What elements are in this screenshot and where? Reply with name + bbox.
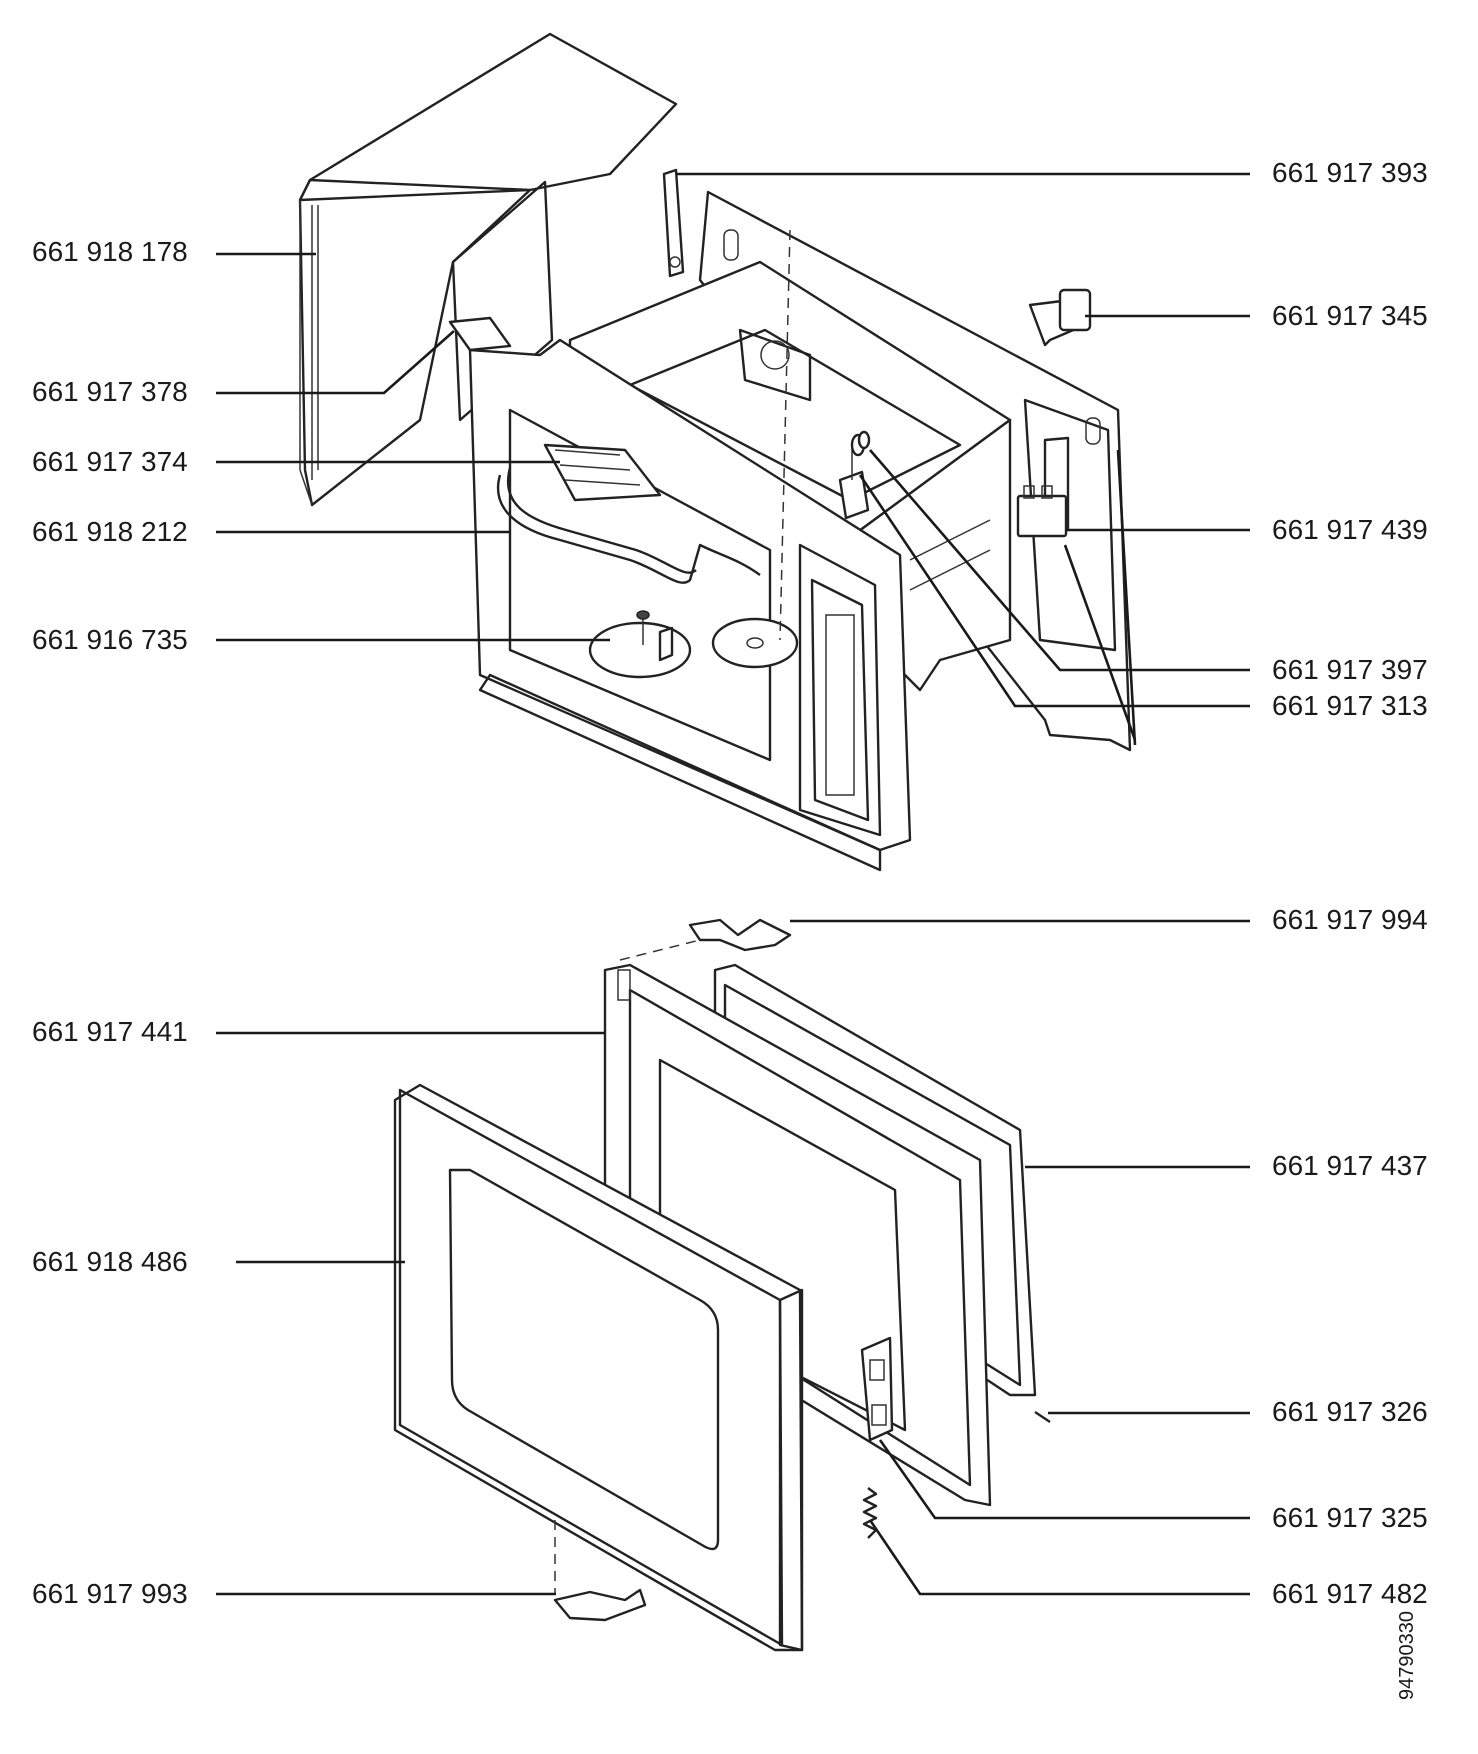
latch-spring-part (862, 1487, 878, 1539)
part-label: 661 917 378 (32, 376, 188, 407)
part-label: 661 917 345 (1272, 300, 1428, 331)
part-label: 661 917 482 (1272, 1578, 1428, 1609)
part-label: 661 917 325 (1272, 1502, 1428, 1533)
part-label: 661 917 993 (32, 1578, 188, 1609)
part-label: 661 917 439 (1272, 514, 1428, 545)
hinge-clip-part (448, 316, 512, 352)
part-label: 661 918 486 (32, 1246, 188, 1277)
outer-cover-part (298, 32, 678, 507)
capacitor-part (1016, 485, 1068, 538)
part-label: 661 916 735 (32, 624, 188, 655)
document-code: 94790330 (1396, 1611, 1418, 1700)
grill-element-part (497, 443, 761, 584)
part-label: 661 917 313 (1272, 690, 1428, 721)
turntable-coupler-part (588, 610, 799, 679)
part-label: 661 917 393 (1272, 157, 1428, 188)
part-label: 661 917 397 (1272, 654, 1428, 685)
door-hinge-bottom-part (553, 1588, 647, 1622)
door-hinge-top-part (688, 918, 792, 952)
lamp-holder-part (1028, 288, 1092, 347)
part-label: 661 917 326 (1272, 1396, 1428, 1427)
door-latch-part (860, 1336, 894, 1442)
part-label: 661 917 437 (1272, 1150, 1428, 1181)
outer-door-panel-part (393, 1083, 804, 1652)
interlock-switch-part (838, 430, 871, 520)
part-label: 661 918 178 (32, 236, 188, 267)
hinge-pin-part (1034, 1411, 1051, 1423)
part-label: 661 917 994 (1272, 904, 1428, 935)
part-label: 661 918 212 (32, 516, 188, 547)
part-label: 661 917 441 (32, 1016, 188, 1047)
leader-lines (216, 172, 1250, 1596)
part-label: 661 917 374 (32, 446, 188, 477)
switch-bracket-part (662, 168, 685, 278)
